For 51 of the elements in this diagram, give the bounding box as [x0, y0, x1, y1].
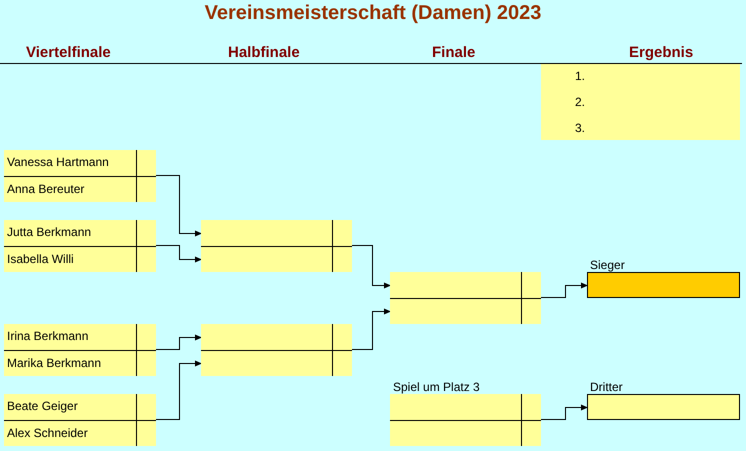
player-name: Irina Berkmann	[7, 328, 88, 345]
player-name: Anna Bereuter	[7, 181, 84, 198]
title: Vereinsmeisterschaft (Damen) 2023	[204, 2, 542, 25]
player-name: Isabella Willi	[7, 251, 74, 268]
heading: Dritter	[590, 380, 623, 394]
player-row	[201, 350, 352, 376]
arrow	[156, 360, 202, 420]
player-row	[4, 420, 156, 446]
match-box	[4, 150, 156, 202]
player-row	[4, 394, 156, 420]
player-row	[4, 350, 156, 376]
rank-number: 2.	[575, 94, 586, 111]
player-row	[390, 420, 541, 446]
player-row	[201, 324, 352, 350]
player-row	[4, 220, 156, 246]
arrow	[540, 404, 588, 420]
arrow	[352, 245, 392, 288]
arrow	[540, 282, 588, 298]
results-panel	[541, 64, 740, 140]
player-row	[4, 246, 156, 272]
player-name: Marika Berkmann	[7, 355, 102, 372]
match-box	[4, 220, 156, 272]
arrow	[156, 245, 202, 262]
player-row	[4, 324, 156, 350]
match-box	[4, 324, 156, 376]
match-box	[201, 220, 352, 272]
heading: Spiel um Platz 3	[393, 380, 480, 394]
player-row	[390, 394, 541, 420]
arrow	[156, 175, 202, 236]
match-box	[390, 272, 541, 324]
player-row	[4, 176, 156, 202]
player-row	[390, 272, 541, 298]
arrow	[352, 308, 392, 350]
column-heading: Halbfinale	[228, 44, 300, 61]
player-name: Beate Geiger	[7, 398, 78, 415]
rank-number: 3.	[575, 120, 586, 137]
match-box	[4, 394, 156, 446]
arrow	[156, 334, 202, 350]
player-name: Vanessa Hartmann	[7, 154, 109, 171]
column-heading: Finale	[432, 44, 476, 61]
column-heading: Viertelfinale	[26, 44, 111, 61]
player-name: Alex Schneider	[7, 425, 88, 442]
rank-number: 1.	[575, 68, 586, 85]
player-row	[201, 246, 352, 272]
player-row	[4, 150, 156, 176]
heading: Sieger	[590, 258, 625, 272]
player-row	[390, 298, 541, 324]
player-name: Jutta Berkmann	[7, 224, 92, 241]
match-box	[201, 324, 352, 376]
column-heading: Ergebnis	[629, 44, 694, 61]
player-row	[201, 220, 352, 246]
